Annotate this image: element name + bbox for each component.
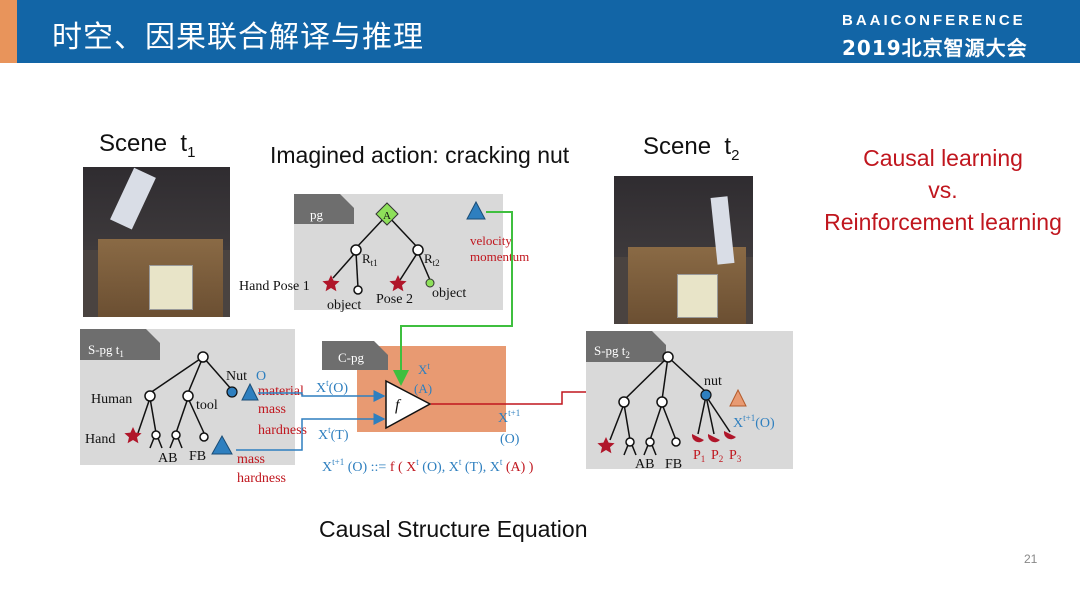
scene2-label: Scene t2: [643, 133, 740, 164]
piece1: [691, 434, 704, 443]
object1-label: object: [327, 298, 361, 313]
xa-arg: (A): [414, 381, 432, 396]
nut2-node: [700, 389, 712, 401]
object2-label: object: [432, 286, 466, 301]
ab2-label: AB: [635, 457, 654, 472]
conference-logo-bottom: 2019北京智源大会: [842, 36, 1028, 60]
hand-pose1-star: [322, 275, 340, 292]
hand-pose1-label: Hand Pose 1: [239, 279, 310, 294]
piece3: [723, 431, 736, 440]
causal-line-2: vs.: [928, 177, 958, 203]
r1-label: Rt1: [362, 251, 378, 268]
fb2-label: FB: [665, 457, 682, 472]
scene1-label: Scene t1: [99, 130, 196, 161]
scene1-photo: [83, 167, 230, 317]
xt-label: Xt(T): [318, 425, 349, 443]
xa-label: Xt: [418, 361, 430, 377]
xo-label: Xt(O): [316, 378, 348, 396]
header-bar: 时空、因果联合解译与推理 BAAICONFERENCE 2019北京智源大会: [0, 0, 1080, 63]
causal-vs-reinforcement: Causal learning vs. Reinforcement learni…: [818, 142, 1068, 238]
causal-line-3: Reinforcement learning: [824, 209, 1062, 235]
mass-label: mass: [258, 402, 286, 417]
hand-star: [124, 427, 142, 444]
cpg-tag: C-pg: [338, 350, 365, 365]
human-label: Human: [91, 392, 132, 407]
equation-caption: Causal Structure Equation: [319, 516, 588, 542]
pose2-label: Pose 2: [376, 292, 413, 307]
r2-node: [412, 244, 424, 256]
imagined-action-label: Imagined action: cracking nut: [270, 142, 570, 168]
r1-node: [350, 244, 362, 256]
page-number: 21: [1024, 552, 1038, 566]
nut-o-label: O: [256, 369, 266, 384]
function-f-node: [385, 379, 432, 430]
pg-panel: pg A Rt1 Rt2 Hand Pose 1 object Pose 2 o…: [239, 194, 529, 313]
causal-line-1: Causal learning: [863, 145, 1023, 171]
velocity-triangle: [466, 200, 486, 220]
spg2-panel: S-pg t2 nut AB FB P1 P2 P3 Xt+1(O): [586, 331, 793, 472]
r2-label: Rt2: [424, 251, 440, 268]
action-node-diamond: [375, 202, 399, 226]
xout-label: Xt+1: [498, 408, 520, 426]
spg1-panel: S-pg t1 Nut O Human tool Hand AB FB: [80, 329, 295, 466]
hand2-star: [597, 437, 615, 454]
xt-connector: [236, 413, 386, 451]
nut-label: Nut: [226, 369, 247, 384]
f-label: f: [395, 397, 402, 414]
spg2-tag: S-pg t2: [594, 343, 630, 360]
tool-label: tool: [196, 398, 218, 413]
xo-connector: [258, 390, 386, 402]
ab-label: AB: [158, 451, 177, 466]
p3-label: P3: [729, 448, 742, 464]
spg1-tag: S-pg t1: [88, 342, 124, 359]
cpg-panel: C-pg f Xt (A): [322, 341, 506, 432]
hardness2-label: hardness: [237, 471, 286, 486]
fb-label: FB: [189, 449, 206, 464]
hand-label: Hand: [85, 432, 115, 447]
causal-equation: Xt+1 (O) ::= f ( Xt (O), Xt (T), Xt (A) …: [322, 457, 534, 475]
material-label: material: [258, 384, 304, 399]
p1-label: P1: [693, 448, 705, 464]
hardness-label: hardness: [258, 423, 307, 438]
header-accent: [0, 0, 17, 63]
conference-logo-top: BAAICONFERENCE: [842, 12, 1026, 29]
xo2-label: Xt+1(O): [733, 413, 775, 431]
pose2-star: [389, 275, 407, 292]
mass2-label: mass: [237, 452, 265, 467]
pg-tag: pg: [310, 207, 324, 222]
scene2-photo: [614, 176, 753, 324]
xout-arg: (O): [500, 432, 520, 447]
velocity-label: velocity: [470, 233, 512, 248]
nut-node: [226, 386, 238, 398]
momentum-label: momentum: [470, 249, 529, 264]
piece2: [707, 434, 720, 443]
node-a-label: A: [383, 210, 391, 222]
p2-label: P2: [711, 448, 723, 464]
slide-title: 时空、因果联合解译与推理: [52, 20, 424, 55]
xa-connector: [393, 211, 513, 386]
nut2-label: nut: [704, 374, 722, 389]
